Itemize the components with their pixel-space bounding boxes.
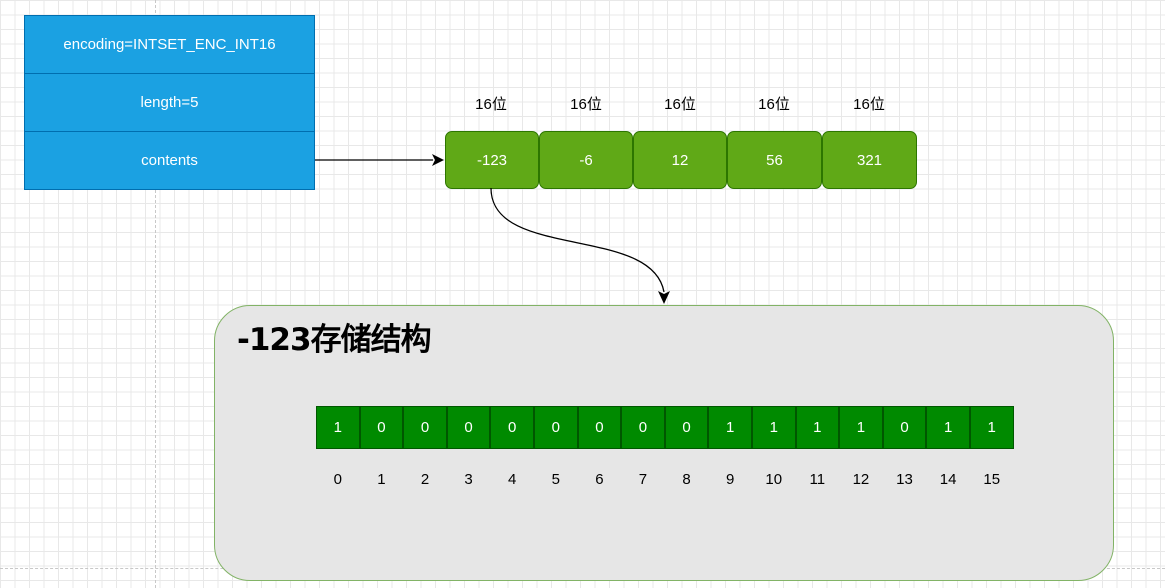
bit-cell[interactable]: 0 xyxy=(490,406,534,449)
guide-line-vertical xyxy=(155,0,156,588)
contents-arrow[interactable] xyxy=(315,154,444,166)
cell-value: -6 xyxy=(579,151,593,169)
intset-struct: encoding=INTSET_ENC_INT16 length=5 conte… xyxy=(24,15,315,190)
bit-cell[interactable]: 1 xyxy=(708,406,752,449)
cell-value: 321 xyxy=(856,151,883,169)
bit-cell[interactable]: 0 xyxy=(577,406,622,449)
bit-index: 8 xyxy=(682,471,691,488)
cell-value: 56 xyxy=(766,151,783,169)
cell-value: 12 xyxy=(671,151,689,169)
bit-cell[interactable]: 1 xyxy=(316,406,360,449)
contents-cell-2[interactable]: 12 xyxy=(633,131,727,189)
bit-index: 7 xyxy=(638,471,648,488)
panel-title: -123存储结构 xyxy=(237,322,432,358)
contents-cell-4[interactable]: 321 xyxy=(822,131,917,189)
bit-index: 10 xyxy=(765,471,783,488)
bit-width-label: 16位 xyxy=(853,96,885,113)
bit-width-label: 16位 xyxy=(664,96,696,113)
contents-cell-1[interactable]: -6 xyxy=(539,131,633,189)
encoding-field[interactable]: encoding=INTSET_ENC_INT16 xyxy=(24,15,315,74)
encoding-label: encoding=INTSET_ENC_INT16 xyxy=(63,36,276,53)
length-field[interactable]: length=5 xyxy=(24,73,315,132)
bit-index: 6 xyxy=(595,471,604,488)
bit-cell[interactable]: 0 xyxy=(533,406,578,449)
contents-cell-0[interactable]: -123 xyxy=(445,131,539,189)
bit-index: 2 xyxy=(420,471,430,488)
bit-cell[interactable]: 1 xyxy=(751,406,796,449)
detail-arrow[interactable] xyxy=(490,187,670,304)
bit-index: 15 xyxy=(983,471,1001,488)
bit-index: 4 xyxy=(508,471,517,488)
bit-index: 3 xyxy=(464,471,473,488)
cell-value: -123 xyxy=(476,151,508,169)
contents-field[interactable]: contents xyxy=(24,131,315,190)
bit-index: 13 xyxy=(896,471,913,488)
bit-cell[interactable]: 1 xyxy=(795,406,840,449)
bit-cell[interactable]: 0 xyxy=(359,406,404,449)
bit-cell[interactable]: 1 xyxy=(839,406,883,449)
bit-index-row: 0 1 2 3 4 5 6 7 8 9 10 11 12 13 14 15 xyxy=(316,471,1014,488)
length-label: length=5 xyxy=(140,94,199,111)
bit-width-label: 16位 xyxy=(475,96,507,113)
bit-cell[interactable]: 1 xyxy=(969,406,1014,449)
bit-index: 9 xyxy=(725,471,735,488)
bit-index: 14 xyxy=(939,471,957,488)
contents-label: contents xyxy=(141,152,198,169)
bit-index: 5 xyxy=(551,471,560,488)
bit-cell[interactable]: 0 xyxy=(882,406,927,449)
bit-width-label: 16位 xyxy=(570,96,602,113)
bit-cell[interactable]: 0 xyxy=(621,406,665,449)
bit-index: 1 xyxy=(377,471,386,488)
bit-row: 1 0 0 0 0 0 0 0 0 1 1 1 1 0 1 1 xyxy=(316,406,1014,450)
bit-width-label: 16位 xyxy=(758,96,790,113)
bit-cell[interactable]: 0 xyxy=(446,406,491,449)
bit-cell[interactable]: 1 xyxy=(926,406,970,449)
bit-index: 0 xyxy=(333,471,342,488)
bit-index: 12 xyxy=(852,471,870,488)
bit-index: 11 xyxy=(809,471,826,488)
contents-cell-3[interactable]: 56 xyxy=(727,131,822,189)
bit-cell[interactable]: 0 xyxy=(403,406,447,449)
bit-cell[interactable]: 0 xyxy=(664,406,709,449)
